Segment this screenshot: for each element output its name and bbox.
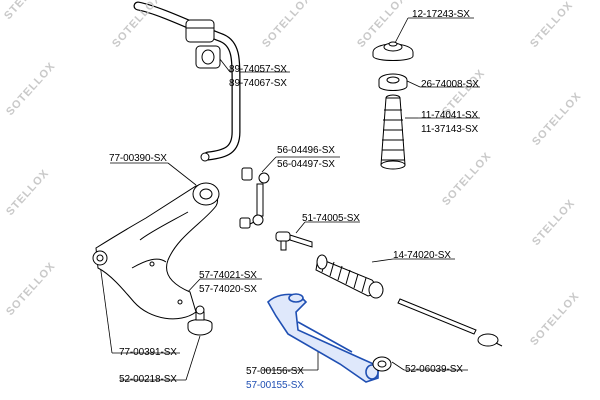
label-link-1: 56-04496-SX bbox=[277, 145, 335, 156]
leader-link bbox=[261, 156, 277, 173]
leader-arm-bushing-rear bbox=[99, 263, 113, 354]
label-rack-boot: 14-74020-SX bbox=[393, 250, 451, 261]
ball-joint bbox=[187, 305, 213, 336]
rack-boot bbox=[315, 254, 384, 299]
label-ball-joint-lower: 52-00218-SX bbox=[119, 374, 177, 385]
strut-bearing bbox=[378, 73, 408, 91]
top-strut-mount bbox=[372, 41, 414, 61]
label-bearing: 26-74008-SX bbox=[421, 79, 479, 90]
strut-boot bbox=[380, 94, 406, 170]
label-ball-joint-2: 57-74020-SX bbox=[199, 284, 257, 295]
leader-arm-bushing bbox=[167, 162, 197, 186]
label-boot-1: 11-74041-SX bbox=[421, 110, 479, 121]
tie-rod-end bbox=[275, 231, 313, 251]
stabilizer-link bbox=[239, 167, 270, 229]
label-ball-joint-1: 57-74021-SX bbox=[199, 270, 257, 281]
rear-arm-bushing bbox=[372, 356, 392, 372]
label-tie-rod-end: 51-74005-SX bbox=[302, 213, 360, 224]
leader-ball-joint-lower bbox=[185, 335, 201, 381]
label-arm-bushing: 77-00390-SX bbox=[109, 153, 167, 164]
stabilizer-bar bbox=[133, 1, 241, 162]
label-top-mount: 12-17243-SX bbox=[412, 9, 470, 20]
label-bushing-2: 89-74067-SX bbox=[229, 78, 287, 89]
label-control-arm-1: 57-00156-SX bbox=[246, 366, 304, 377]
lower-control-arm bbox=[92, 182, 220, 320]
label-rear-bushing: 52-06039-SX bbox=[405, 364, 463, 375]
inner-tie-rod bbox=[397, 298, 503, 347]
label-control-arm-2-highlighted: 57-00155-SX bbox=[246, 380, 304, 391]
label-bushing-1: 89-74057-SX bbox=[229, 64, 287, 75]
leader-top-mount bbox=[394, 17, 409, 44]
label-link-2: 56-04497-SX bbox=[277, 159, 335, 170]
leader-tie-rod bbox=[295, 221, 306, 234]
label-arm-bushing-rear: 77-00391-SX bbox=[119, 347, 177, 358]
stabilizer-bushings bbox=[185, 19, 221, 69]
leader-lines bbox=[99, 17, 480, 381]
leader-rack-boot bbox=[371, 258, 394, 263]
label-boot-2: 11-37143-SX bbox=[421, 124, 479, 135]
leader-rear-bushing bbox=[391, 361, 405, 371]
